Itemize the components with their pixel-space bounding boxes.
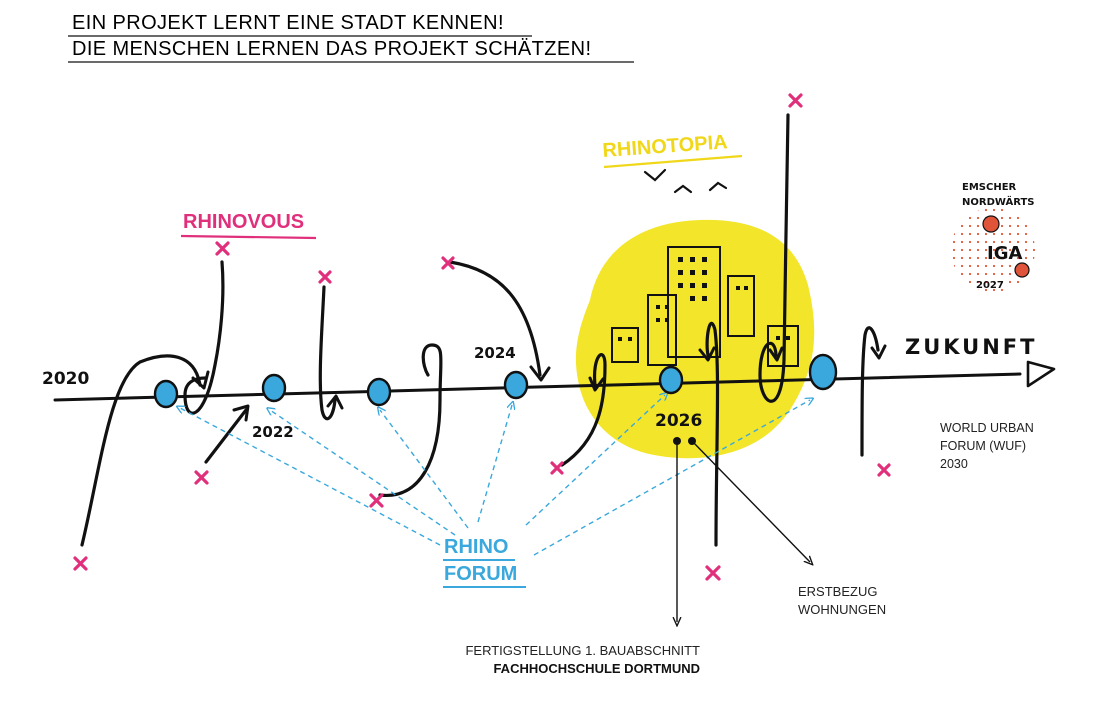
wuf-line-1: WORLD URBAN bbox=[940, 421, 1034, 435]
fertigstellung-line-2: FACHHOCHSCHULE DORTMUND bbox=[493, 661, 700, 676]
triangle-end-icon bbox=[1026, 360, 1056, 388]
iga-top-line-2: NORDWÄRTS bbox=[962, 194, 1034, 208]
flower-icon bbox=[982, 215, 1000, 233]
node-4 bbox=[503, 370, 529, 400]
rhino-forum-line-2: FORUM bbox=[444, 563, 517, 585]
erstbezug-line-1: ERSTBEZUG bbox=[798, 584, 877, 599]
header-line-1: EIN PROJEKT LERNT EINE STADT KENNEN! bbox=[72, 12, 504, 34]
node-3 bbox=[366, 377, 392, 407]
zukunft-label: ZUKUNFT bbox=[905, 335, 1037, 359]
iga-middle: IGA bbox=[987, 243, 1022, 264]
fertigstellung-line-1: FERTIGSTELLUNG 1. BAUABSCHNITT bbox=[465, 643, 700, 658]
forum-connectors bbox=[180, 395, 810, 556]
rhino-forum-label: RHINO FORUM bbox=[443, 536, 526, 588]
node-2 bbox=[261, 373, 287, 403]
wuf-line-3: 2030 bbox=[940, 457, 968, 471]
cross-marker-icon bbox=[73, 93, 891, 581]
rhinotopia-label: RHINOTOPIA bbox=[602, 131, 728, 162]
iga-top-line-1: EMSCHER bbox=[962, 182, 1017, 193]
iga-badge: EMSCHER NORDWÄRTS IGA 2027 bbox=[951, 182, 1035, 292]
year-label-2024: 2024 bbox=[474, 344, 516, 362]
timeline-loops bbox=[80, 113, 880, 547]
node-6 bbox=[808, 353, 838, 391]
main-timeline bbox=[53, 372, 1022, 402]
arrow-icon bbox=[191, 344, 887, 422]
year-label-2026: 2026 bbox=[655, 411, 702, 431]
year-label-start: 2020 bbox=[42, 369, 89, 389]
flower-icon bbox=[1014, 262, 1030, 278]
node-5 bbox=[658, 365, 684, 395]
rhinovous-underline bbox=[180, 234, 317, 240]
wuf-line-2: FORUM (WUF) bbox=[940, 439, 1026, 453]
erstbezug-line-2: WOHNUNGEN bbox=[798, 602, 886, 617]
header: EIN PROJEKT LERNT EINE STADT KENNEN! DIE… bbox=[68, 12, 634, 63]
iga-bottom: 2027 bbox=[976, 280, 1004, 291]
callout-connectors bbox=[673, 437, 810, 622]
rhinotopia-underline bbox=[603, 154, 743, 169]
node-1 bbox=[153, 379, 179, 409]
forum-nodes bbox=[153, 353, 838, 409]
year-label-2022: 2022 bbox=[252, 423, 294, 441]
rhino-forum-line-1: RHINO bbox=[444, 536, 508, 558]
rhinovous-label: RHINOVOUS bbox=[183, 211, 304, 233]
bird-icon bbox=[643, 168, 728, 194]
header-line-2: DIE MENSCHEN LERNEN DAS PROJEKT SCHÄTZEN… bbox=[72, 38, 591, 60]
